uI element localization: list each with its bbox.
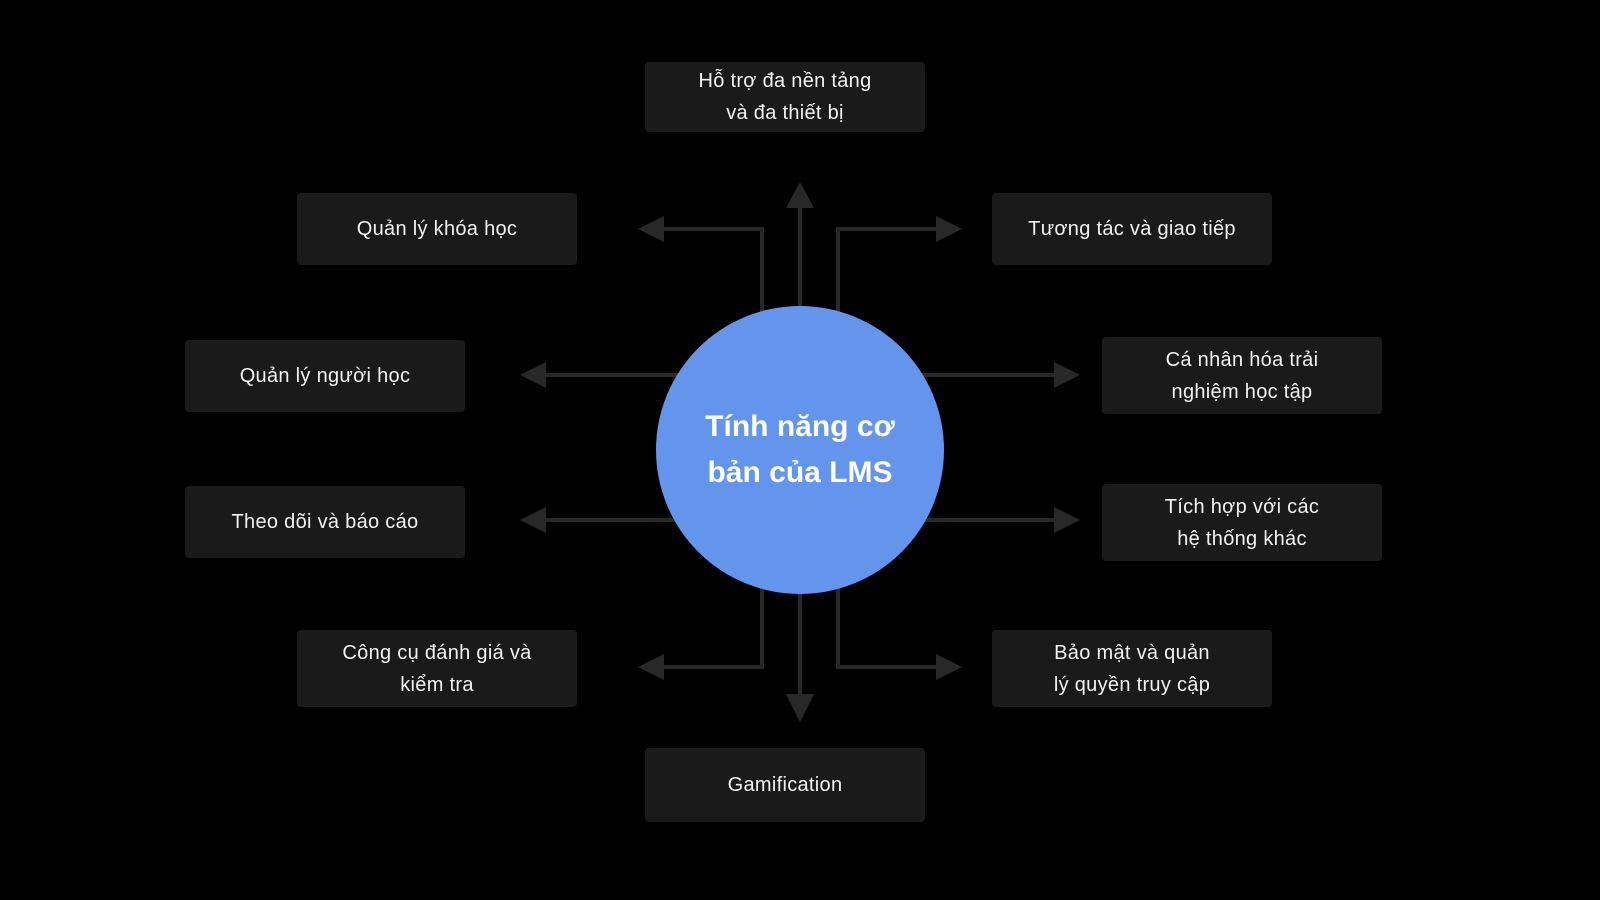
center-node: Tính năng cơ bản của LMS — [656, 306, 944, 594]
feature-node-label: Gamification — [727, 774, 843, 796]
center-node-label: Tính năng cơ bản của LMS — [705, 409, 895, 490]
feature-node-label: Tương tác và giao tiếp — [1028, 218, 1236, 240]
feature-node-bottom-right: Bảo mật và quản lý quyền truy cập — [992, 630, 1272, 707]
feature-node-label: Theo dõi và báo cáo — [231, 511, 419, 533]
feature-node-label: Quản lý người học — [239, 365, 411, 387]
feature-node-right-upper: Cá nhân hóa trải nghiệm học tập — [1102, 337, 1382, 414]
feature-node-top-right: Tương tác và giao tiếp — [992, 193, 1272, 265]
feature-node-left-lower: Theo dõi và báo cáo — [185, 486, 465, 558]
feature-node-label: Quản lý khóa học — [356, 218, 518, 240]
feature-node-label: Bảo mật và quản lý quyền truy cập — [1053, 641, 1211, 696]
feature-node-bottom-left: Công cụ đánh giá và kiểm tra — [297, 630, 577, 707]
feature-node-top: Hỗ trợ đa nền tảng và đa thiết bị — [645, 62, 925, 132]
feature-node-label: Tích hợp với các hệ thống khác — [1164, 495, 1320, 550]
feature-node-bottom: Gamification — [645, 748, 925, 822]
feature-node-label: Công cụ đánh giá và kiểm tra — [342, 641, 532, 696]
feature-node-right-lower: Tích hợp với các hệ thống khác — [1102, 484, 1382, 561]
feature-node-left-upper: Quản lý người học — [185, 340, 465, 412]
feature-node-label: Cá nhân hóa trải nghiệm học tập — [1165, 348, 1319, 403]
feature-node-label: Hỗ trợ đa nền tảng và đa thiết bị — [698, 70, 872, 124]
feature-node-top-left: Quản lý khóa học — [297, 193, 577, 265]
